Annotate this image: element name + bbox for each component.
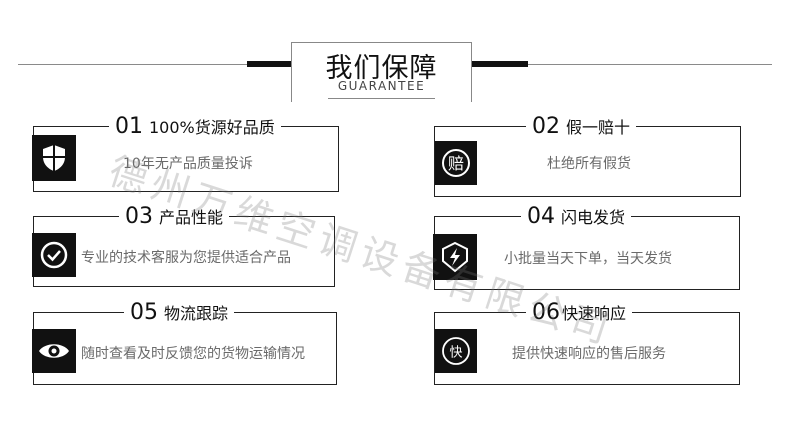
header-rule-right-accent: [472, 61, 528, 67]
card-title: 快速响应: [562, 304, 627, 323]
card-legend: 04 闪电发货: [521, 204, 632, 229]
card-title: 假一赔十: [566, 118, 631, 137]
eye-icon: [32, 329, 76, 373]
card-description: 小批量当天下单，当天发货: [504, 251, 672, 267]
card-description: 提供快速响应的售后服务: [512, 346, 666, 362]
card-number: 06: [532, 300, 560, 325]
card-title: 100%货源好品质: [149, 118, 275, 137]
fast-icon: 快: [435, 329, 477, 373]
lightning-icon: [433, 234, 477, 280]
header-rule-right: [528, 64, 772, 65]
card-title: 产品性能: [159, 208, 224, 227]
shield-icon: [32, 135, 76, 181]
subtitle-rule: [328, 98, 435, 99]
compensate-icon: 赔: [435, 141, 477, 185]
card-number: 05: [130, 300, 158, 325]
card-description: 10年无产品质量投诉: [123, 156, 253, 172]
card-legend: 05 物流跟踪: [124, 300, 235, 325]
card-number: 02: [532, 114, 560, 139]
header-box: 我们保障 GUARANTEE: [291, 42, 472, 102]
card-description: 随时查看及时反馈您的货物运输情况: [81, 346, 305, 362]
page-title: 我们保障: [325, 53, 438, 84]
card-number: 04: [527, 204, 555, 229]
check-circle-icon: [32, 233, 76, 277]
card-description: 杜绝所有假货: [547, 156, 631, 172]
card-title: 闪电发货: [561, 208, 626, 227]
card-description: 专业的技术客服为您提供适合产品: [81, 250, 291, 266]
card-legend: 01 100%货源好品质: [109, 114, 281, 139]
card-number: 03: [125, 204, 153, 229]
header-rule-left-accent: [247, 61, 292, 67]
guarantee-card-01: 01 100%货源好品质 10年无产品质量投诉: [32, 114, 339, 192]
svg-text:快: 快: [449, 346, 462, 361]
card-legend: 03 产品性能: [119, 204, 230, 229]
page-subtitle-line: GUARANTEE: [337, 79, 426, 93]
guarantee-card-02: 02 假一赔十 赔 杜绝所有假货: [434, 114, 741, 197]
guarantee-card-05: 05 物流跟踪 随时查看及时反馈您的货物运输情况: [32, 300, 337, 385]
card-number: 01: [115, 114, 143, 139]
svg-text:赔: 赔: [448, 154, 464, 173]
card-title: 物流跟踪: [164, 304, 229, 323]
card-legend: 02 假一赔十: [526, 114, 637, 139]
header-rule-left: [18, 64, 248, 65]
guarantee-card-03: 03 产品性能 专业的技术客服为您提供适合产品: [32, 204, 335, 287]
guarantee-card-04: 04 闪电发货 小批量当天下单，当天发货: [433, 204, 740, 290]
